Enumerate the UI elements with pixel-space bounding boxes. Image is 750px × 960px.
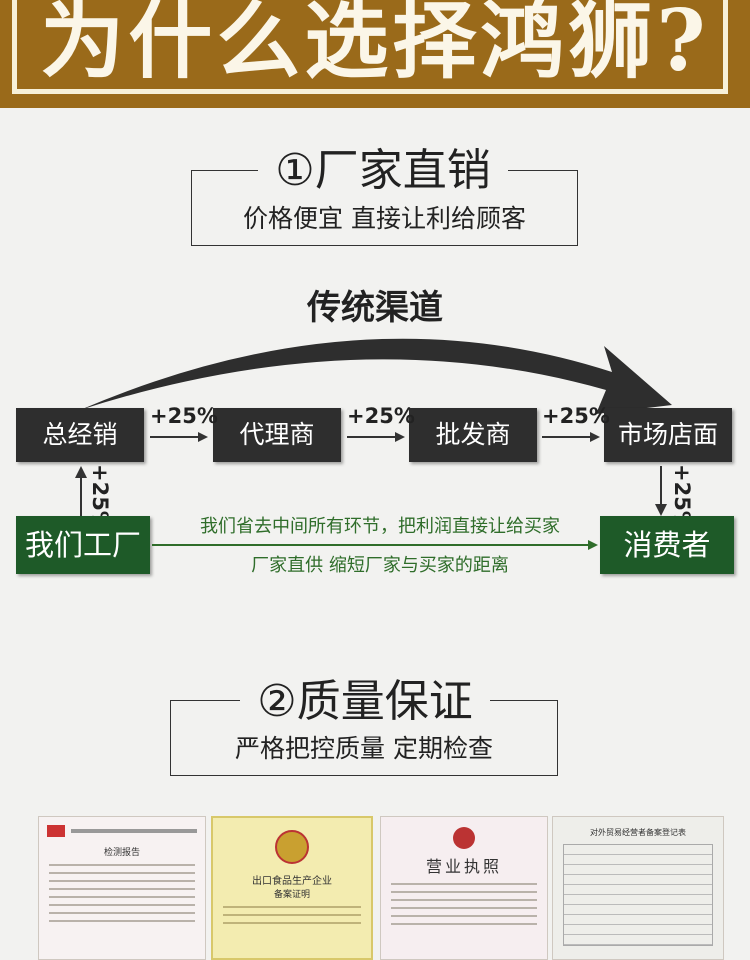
certificate-title: 营业执照 (425, 857, 502, 876)
node-consumer: 消费者 (600, 516, 734, 574)
banner-frame (12, 0, 728, 94)
certificate-title: 检测报告 (103, 848, 140, 858)
node-retail-store: 市场店面 (604, 408, 732, 462)
certificate-title: 出口食品生产企业 (252, 876, 332, 887)
up-arrow-icon (75, 466, 87, 516)
national-emblem-icon (453, 827, 475, 849)
markup-label: +25% (542, 404, 610, 428)
certificate-export-food: 出口食品生产企业 备案证明 (211, 816, 373, 960)
right-arrow-icon (150, 432, 208, 442)
emblem-icon (275, 830, 309, 864)
direct-line-text-2: 厂家直供 缩短厂家与买家的距离 (251, 555, 509, 576)
markup-label: +25% (347, 404, 415, 428)
curved-arrow-icon (80, 338, 672, 414)
banner-title: 为什么选择鸿狮? (40, 0, 710, 90)
right-arrow-icon (542, 432, 600, 442)
traditional-channel-label: 传统渠道 (307, 288, 443, 328)
certificate-foreign-trade: 对外贸易经营者备案登记表 (552, 816, 724, 960)
node-our-factory: 我们工厂 (16, 516, 150, 574)
node-general-distributor: 总经销 (16, 408, 144, 462)
section1-title: ①厂家直销 (258, 145, 508, 197)
section2-title: ②质量保证 (240, 676, 490, 728)
certificate-subtitle: 备案证明 (273, 890, 310, 900)
section2-subtitle: 严格把控质量 定期检查 (235, 734, 493, 763)
right-arrow-icon (347, 432, 405, 442)
certificate-business-license: 营业执照 (380, 816, 548, 960)
markup-label: +25% (150, 404, 218, 428)
certificate-test-report: 检测报告 (38, 816, 206, 960)
certificate-title: 对外贸易经营者备案登记表 (590, 828, 686, 837)
down-arrow-icon (655, 466, 667, 516)
node-wholesaler: 批发商 (409, 408, 537, 462)
direct-arrow-icon (152, 540, 598, 550)
direct-line-text-1: 我们省去中间所有环节，把利润直接让给买家 (200, 516, 560, 537)
node-agent: 代理商 (213, 408, 341, 462)
logo-icon (47, 825, 65, 837)
section1-subtitle: 价格便宜 直接让利给顾客 (243, 204, 526, 233)
